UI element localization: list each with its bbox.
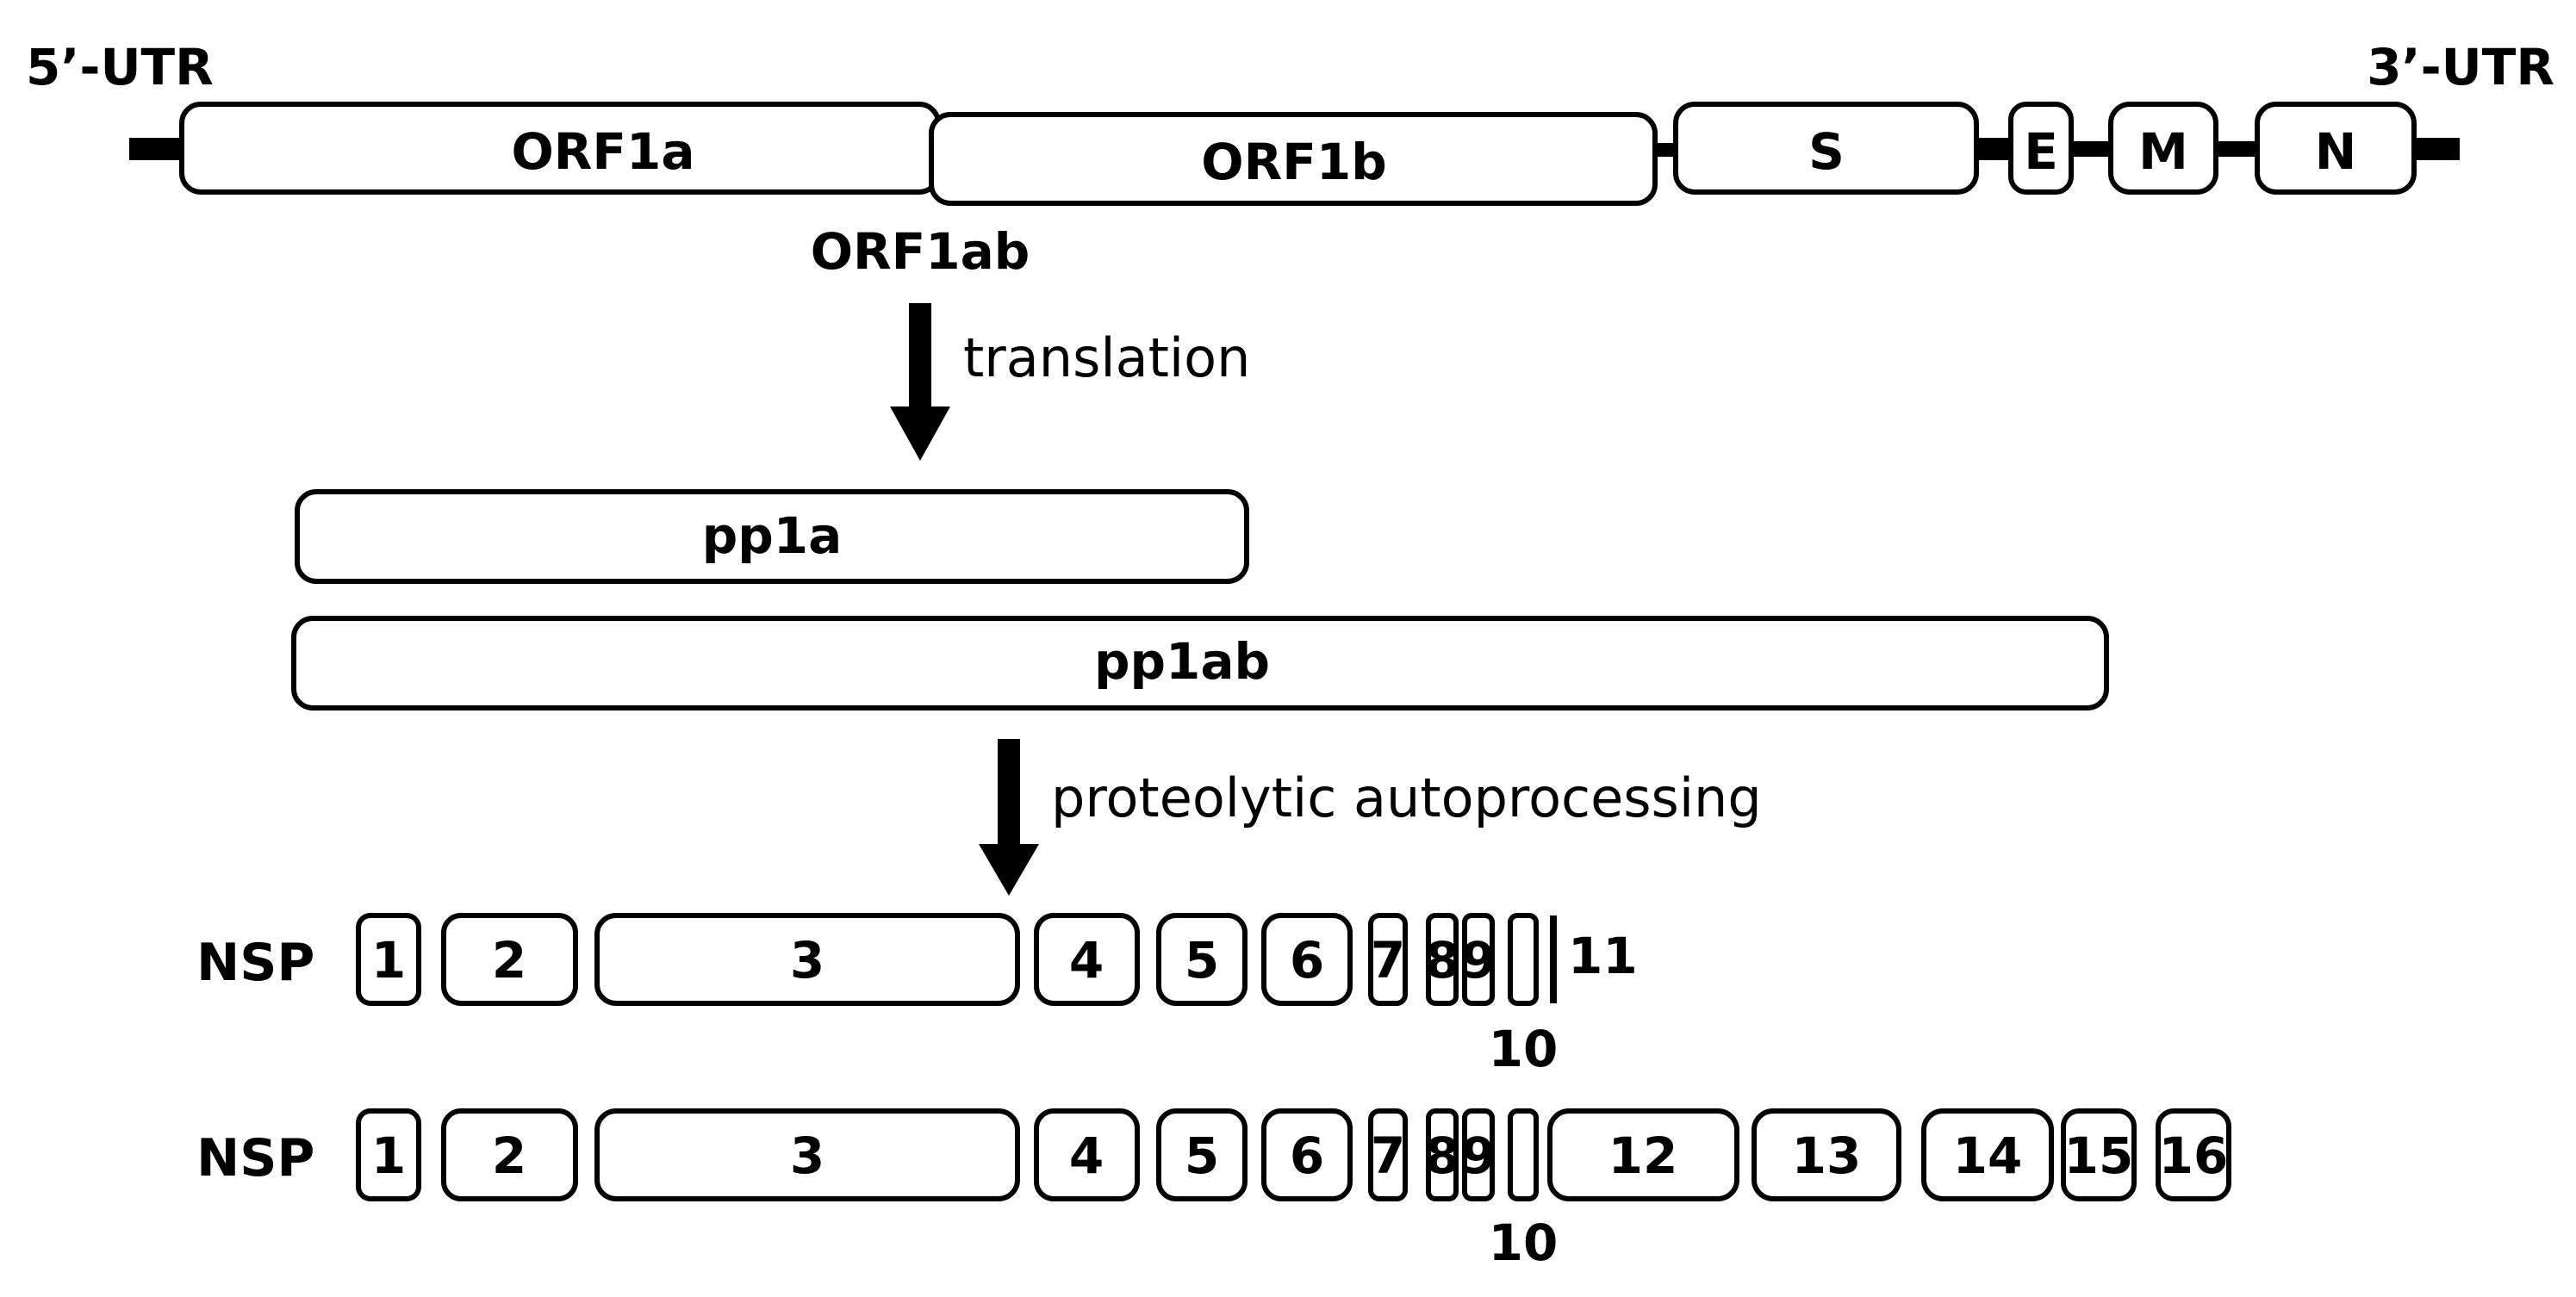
nsp-box: [1508, 1108, 1539, 1201]
translation-arrow: [890, 303, 950, 461]
backbone-e-m: [2069, 141, 2112, 157]
gene-s-label: S: [1808, 122, 1845, 181]
nsp-number: 6: [1290, 931, 1324, 990]
nsp-number: 3: [790, 931, 824, 990]
pp1a-label: pp1a: [702, 506, 843, 565]
nsp-box-11-line: [1550, 915, 1557, 1003]
nsp-number: 15: [2064, 1126, 2134, 1185]
pp1ab-box: [291, 616, 2109, 711]
nsp-box: [356, 1108, 421, 1201]
nsp-row-label: NSP: [196, 933, 314, 993]
genome-genes: ORF1a ORF1b S E M N: [179, 102, 2417, 206]
nsp-box: [356, 913, 421, 1006]
nsp-number: 1: [371, 1126, 406, 1185]
nsp-box: [1261, 1108, 1353, 1201]
gene-n-box: [2255, 102, 2417, 195]
translation-arrow-shaft: [909, 303, 931, 411]
gene-m-box: [2108, 102, 2218, 195]
nsp-number: 11: [1568, 927, 1638, 985]
nsp-number: 3: [790, 1126, 824, 1185]
nsp-box: [2061, 1108, 2137, 1201]
nsp-row-pp1ab: NSP 1 2 3 4 5 6 7 8 9 10 12 13 14 15 16: [196, 1108, 2231, 1272]
translation-arrow-head: [890, 406, 950, 461]
nsp-number: 5: [1185, 1126, 1219, 1185]
nsp-number: 14: [1953, 1126, 2023, 1185]
backbone-m-n: [2214, 141, 2259, 157]
nsp-number: 7: [1371, 1126, 1405, 1185]
nsp-number: 10: [1489, 1213, 1559, 1272]
polyproteins: pp1a pp1ab: [291, 489, 2109, 711]
nsp-box: [594, 1108, 1020, 1201]
gene-orf1b-box: [929, 112, 1658, 206]
nsp-number: 2: [492, 1126, 526, 1185]
nsp-box: [1462, 913, 1495, 1006]
nsp-number: 6: [1290, 1126, 1324, 1185]
nsp-box: [1156, 913, 1248, 1006]
nsp-row-pp1a: NSP 1 2 3 4 5 6 7 8 9 10 11: [196, 913, 1638, 1078]
nsp-number: 1: [371, 931, 406, 990]
nsp-number: 8: [1425, 1126, 1459, 1185]
nsp-box: [1547, 1108, 1739, 1201]
processing-label: proteolytic autoprocessing: [1051, 766, 1762, 829]
nsp-number: 10: [1489, 1020, 1559, 1078]
gene-n-label: N: [2315, 122, 2357, 181]
translation-label: translation: [963, 326, 1250, 389]
nsp-box: [1368, 913, 1408, 1006]
nsp-box: [1508, 913, 1539, 1006]
nsp-number: 16: [2159, 1126, 2229, 1185]
nsp-number: 9: [1461, 1126, 1496, 1185]
nsp-box: [1368, 1108, 1408, 1201]
processing-arrow: [979, 739, 1039, 896]
gene-orf1a-label: ORF1a: [511, 122, 694, 181]
nsp-number: 2: [492, 931, 526, 990]
nsp-row-label: NSP: [196, 1128, 314, 1188]
genome-backbone: [129, 138, 2460, 160]
nsp-box: [1426, 913, 1459, 1006]
nsp-number: 4: [1069, 931, 1104, 990]
utr5-label: 5’-UTR: [26, 38, 214, 96]
processing-arrow-head: [979, 844, 1039, 896]
pp1a-box: [295, 489, 1249, 584]
nsp-number: 7: [1371, 931, 1405, 990]
nsp-number: 12: [1608, 1126, 1678, 1185]
backbone-3prime: [2412, 138, 2460, 160]
nsp-box: [1462, 1108, 1495, 1201]
orf1ab-label: ORF1ab: [811, 222, 1030, 281]
nsp-box: [1752, 1108, 1901, 1201]
nsp-box: [1921, 1108, 2054, 1201]
pp1ab-label: pp1ab: [1094, 632, 1270, 691]
nsp-box: [594, 913, 1020, 1006]
nsp-number: 9: [1461, 931, 1496, 990]
gene-e-label: E: [2024, 122, 2058, 181]
nsp-box: [1034, 913, 1140, 1006]
nsp-box: [1426, 1108, 1459, 1201]
nsp-box: [441, 913, 578, 1006]
nsp-box: [1156, 1108, 1248, 1201]
nsp-number: 5: [1185, 931, 1219, 990]
utr3-label: 3’-UTR: [2367, 38, 2554, 96]
nsp-number: 4: [1069, 1126, 1104, 1185]
gene-e-box: [2008, 102, 2074, 195]
gene-m-label: M: [2138, 122, 2188, 181]
nsp-box: [1261, 913, 1353, 1006]
nsp-box: [1034, 1108, 1140, 1201]
nsp-number: 8: [1425, 931, 1459, 990]
backbone-s-e: [1975, 138, 2011, 160]
backbone-5prime: [129, 138, 186, 160]
processing-arrow-shaft: [998, 739, 1020, 847]
gene-orf1b-label: ORF1b: [1201, 133, 1386, 191]
nsp-number: 13: [1792, 1126, 1862, 1185]
nsp-box: [441, 1108, 578, 1201]
nsp-box: [2156, 1108, 2231, 1201]
gene-s-box: [1673, 102, 1979, 195]
